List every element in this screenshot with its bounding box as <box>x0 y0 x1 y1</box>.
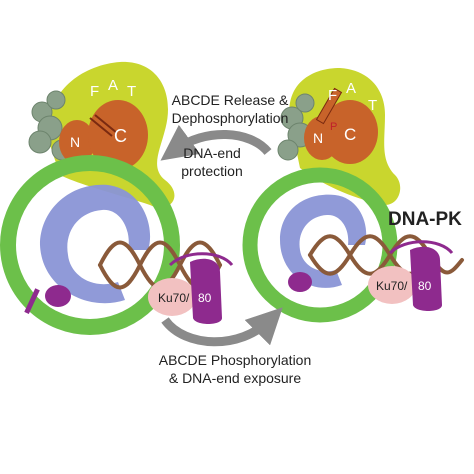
dna-pk-label-text: DNA-PK <box>388 209 462 230</box>
dna-pk-label: DNA-PK <box>388 208 474 232</box>
left-ku80-label: 80 <box>198 291 212 305</box>
left-ku70 <box>148 278 196 316</box>
right-blue-lobe <box>280 194 367 288</box>
left-c-label: C <box>114 126 127 146</box>
left-ku70-label: Ku70/ <box>158 291 190 305</box>
left-fat-letter-f: F <box>90 83 99 100</box>
right-fat-letter-a: A <box>346 80 356 97</box>
left-ku80 <box>190 258 222 324</box>
left-dna-pk-complex: Ku70/ 80 F A T N C <box>0 61 234 335</box>
right-dna-pk-complex: Ku70/ 80 F A T N P C <box>242 68 464 323</box>
release-label: ABCDE Release & Dephosphorylation <box>155 92 305 127</box>
left-fat-letter-t: T <box>127 83 136 100</box>
left-blue-lobe <box>40 184 151 304</box>
right-ku80-label: 80 <box>418 279 432 293</box>
left-purple-blob <box>45 285 71 307</box>
right-nc-domain <box>304 87 378 164</box>
protection-label-line2: protection <box>181 162 243 179</box>
right-c-label: C <box>344 125 356 144</box>
protection-label: DNA-end protection <box>162 145 262 180</box>
phosphorylation-label-line2: & DNA-end exposure <box>168 369 302 386</box>
right-ku70-label: Ku70/ <box>376 279 408 293</box>
right-ku70 <box>368 266 416 304</box>
left-fat-letter-a: A <box>108 77 118 94</box>
phosphorylation-label-line1: ABCDE Phosphorylation <box>158 352 312 368</box>
right-purple-blob <box>288 272 312 292</box>
right-fat-letter-t: T <box>368 97 377 114</box>
right-n-label: N <box>313 130 323 146</box>
top-arrow <box>160 124 272 161</box>
phosphorylation-label: ABCDE Phosphorylation & DNA-end exposure <box>120 352 350 387</box>
release-label-line2: Dephosphorylation <box>171 109 289 126</box>
right-fat-letter-f: F <box>328 87 337 104</box>
protection-label-line1: DNA-end <box>183 145 241 161</box>
left-ring <box>0 155 180 335</box>
left-nc-domain <box>59 100 148 170</box>
left-n-label: N <box>70 134 80 150</box>
bottom-arrow <box>161 307 283 347</box>
right-ku80 <box>410 246 442 311</box>
right-ring <box>242 167 398 323</box>
right-p-label: P <box>330 121 337 133</box>
release-label-line1: ABCDE Release & <box>171 92 289 108</box>
